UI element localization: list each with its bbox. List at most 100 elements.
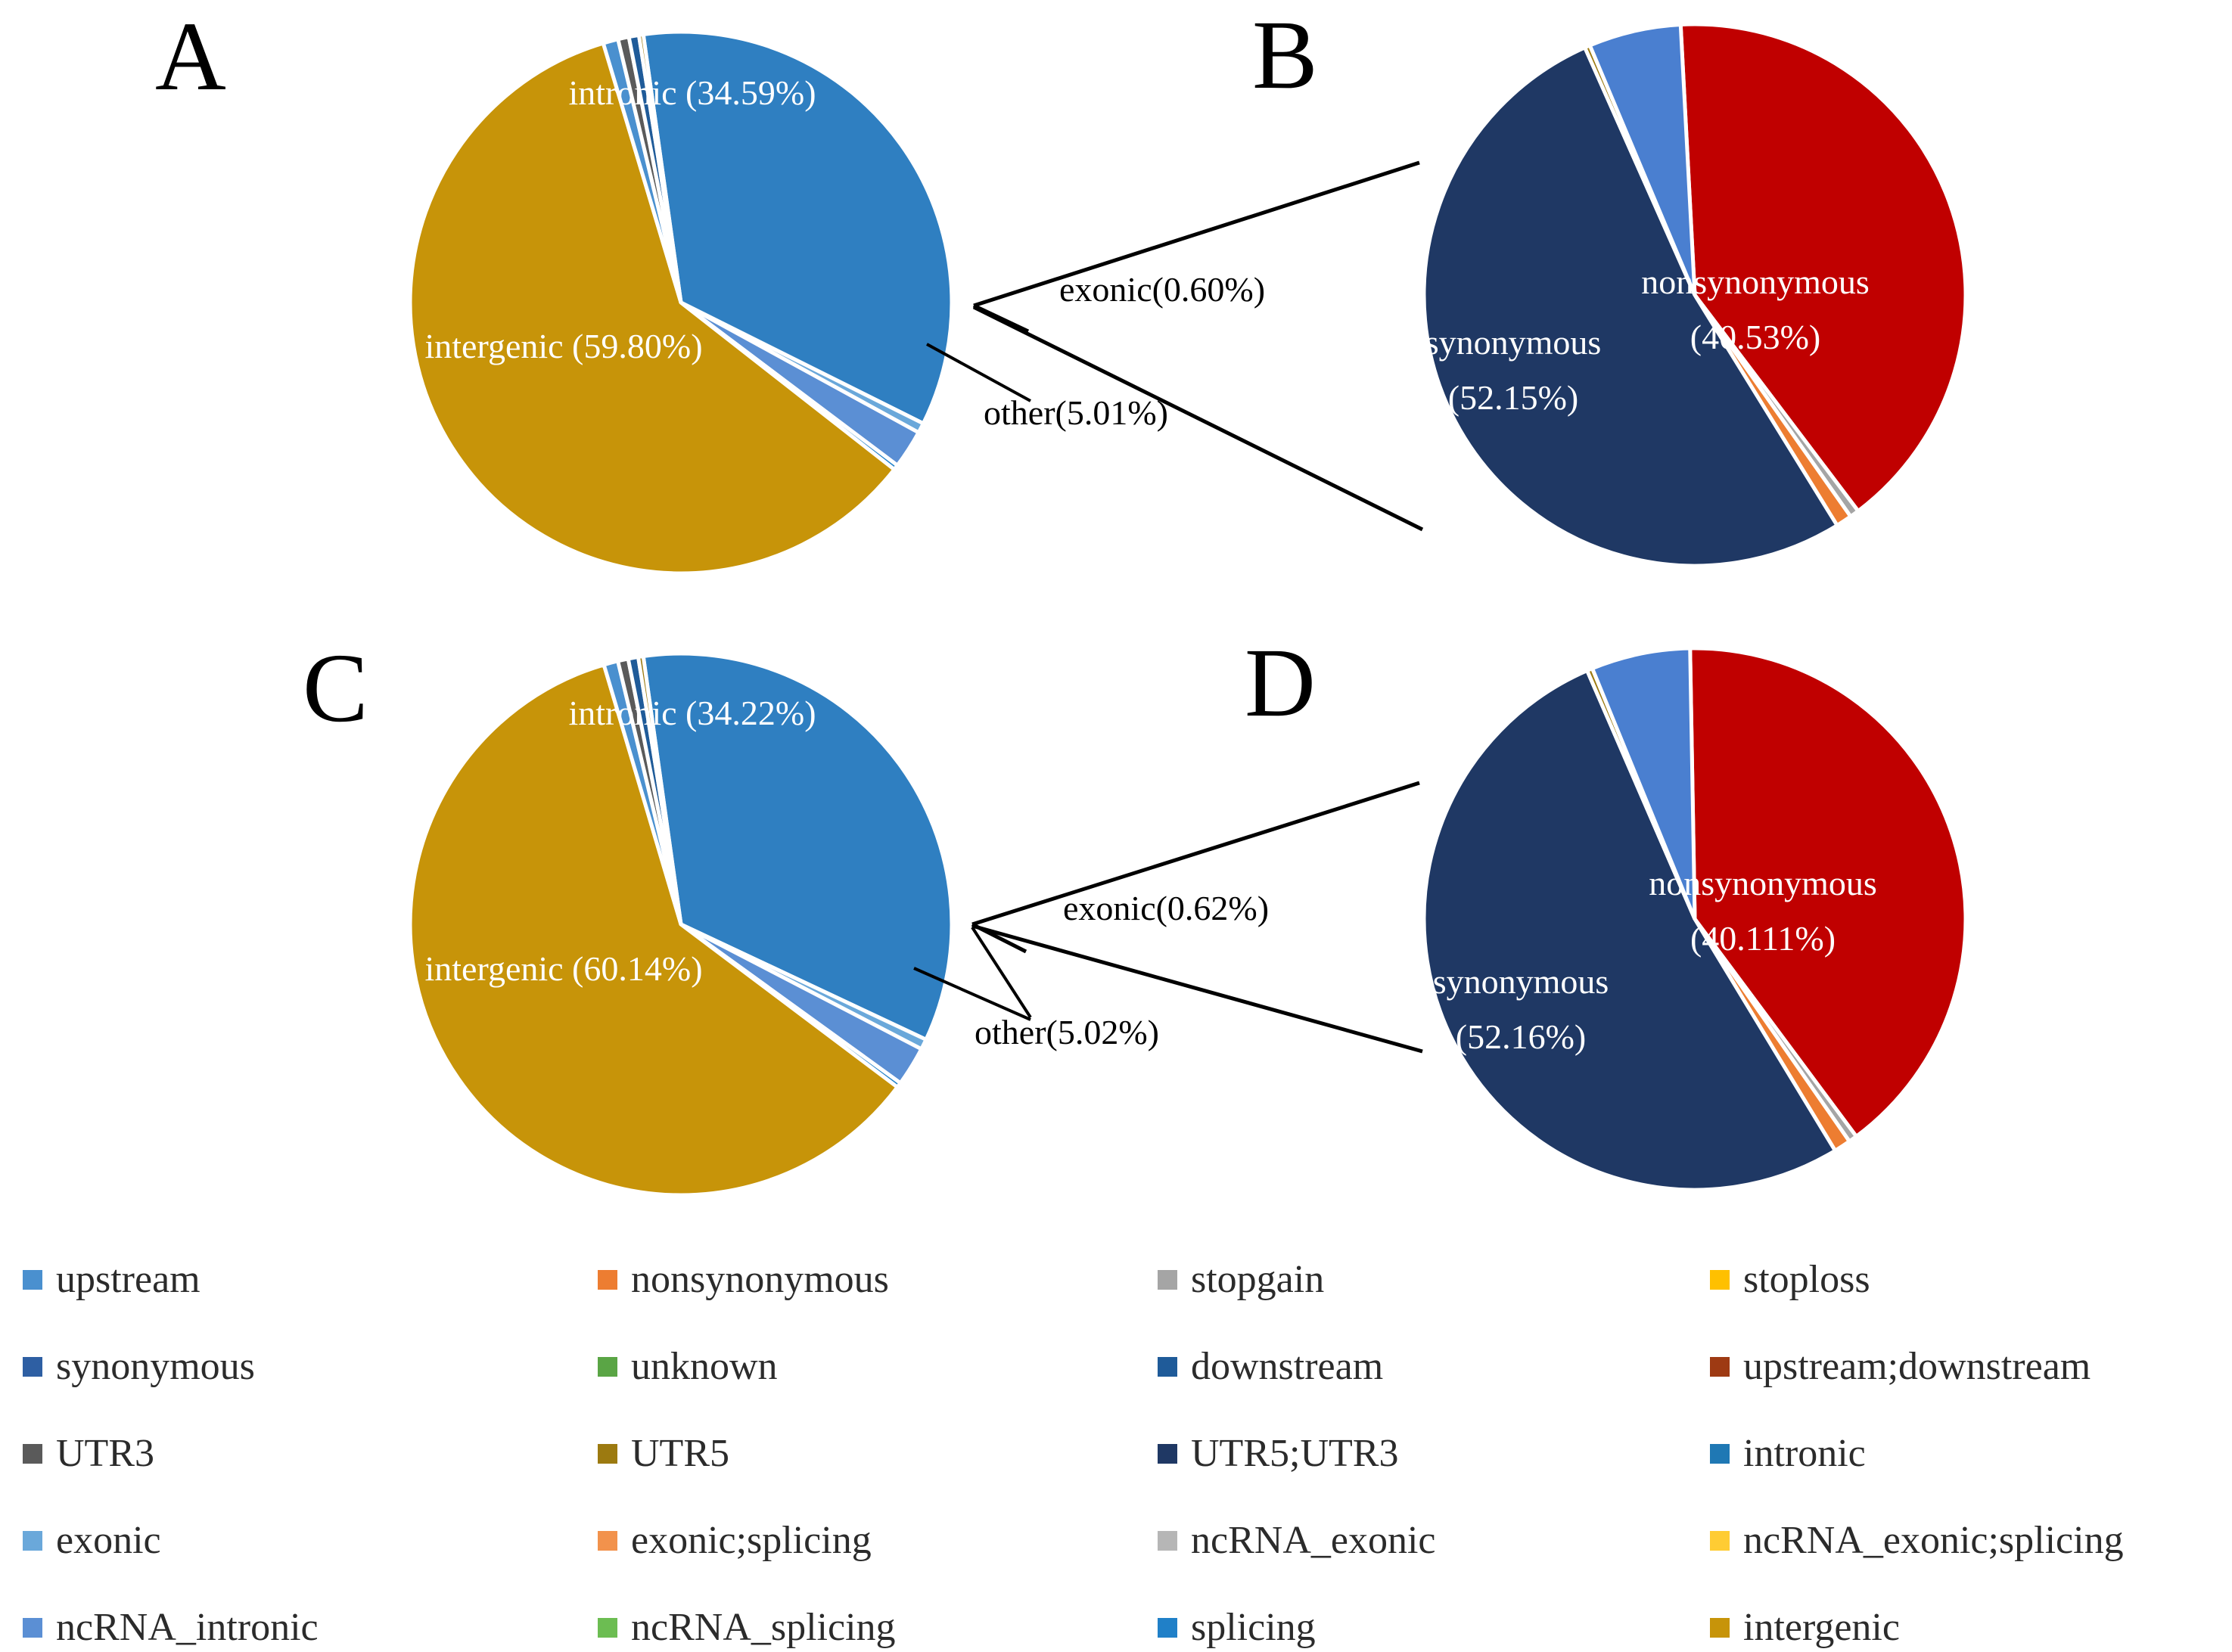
pie-chart-a [408,30,954,576]
legend-item-utr5[interactable]: UTR5 [598,1434,1158,1473]
legend-item-synonymous[interactable]: synonymous [23,1347,598,1386]
legend-swatch-icon [598,1531,617,1551]
legend-swatch-icon [23,1444,42,1464]
legend-item-label: ncRNA_exonic;splicing [1743,1519,2124,1562]
leader-c-exonic-tick [971,922,1027,954]
pie-a-label-intronic: intronic (34.59%) [568,73,816,112]
pie-c-slice-group [408,651,954,1197]
pie-slice-d-synonymous [1422,668,1838,1192]
legend-item-label: upstream [56,1258,201,1301]
pie-b-label-synonymous-name: synonymous [1425,323,1602,362]
pie-slice-a-utr5 [636,32,683,303]
leader-a-exonic-tick [972,303,1030,334]
legend-item-label: ncRNA_splicing [631,1606,896,1649]
pie-c-svg [408,651,954,1197]
legend-item-label: ncRNA_exonic [1191,1519,1436,1562]
legend-item-ncrna-exonic-splicing[interactable]: ncRNA_exonic;splicing [1710,1521,2217,1560]
panel-letter-b: B [1252,1,1318,110]
legend-item-ncrna-exonic[interactable]: ncRNA_exonic [1158,1521,1710,1560]
legend-swatch-icon [598,1444,617,1464]
pie-a-label-intergenic: intergenic (59.80%) [424,327,703,365]
legend-item-ncrna-intronic[interactable]: ncRNA_intronic [23,1608,598,1647]
pie-b-label-synonymous-value: (52.15%) [1447,378,1579,417]
legend-item-label: UTR5 [631,1432,729,1475]
legend-swatch-icon [598,1618,617,1638]
legend-item-intronic[interactable]: intronic [1710,1434,2217,1473]
pie-b-label-nonsynonymous-value: (40.53%) [1690,318,1821,356]
pie-b-label-nonsynonymous-name: nonsynonymous [1641,262,1870,301]
pie-slice-c-intergenic [408,662,900,1197]
pie-d-label-synonymous-value: (52.16%) [1455,1017,1587,1056]
pie-slice-d-nonsynonymous [1688,646,1968,1139]
legend-swatch-icon [1158,1270,1177,1290]
pie-d-svg [1422,646,1968,1192]
pie-slice-d-unknown [1590,646,1697,920]
pie-slice-c-utr5 [636,654,683,925]
legend-item-label: downstream [1191,1345,1384,1388]
pie-slice-a-intergenic [408,40,897,576]
legend-item-unknown[interactable]: unknown [598,1347,1158,1386]
legend-item-exonic-splicing[interactable]: exonic;splicing [598,1521,1158,1560]
legend-item-stoploss[interactable]: stoploss [1710,1260,2217,1300]
legend-item-label: splicing [1191,1606,1316,1649]
legend-swatch-icon [1710,1270,1730,1290]
pie-d-label-synonymous-name: synonymous [1432,962,1609,1001]
legend-swatch-icon [598,1270,617,1290]
pie-c-label-intergenic: intergenic (60.14%) [424,949,703,988]
pie-chart-b [1422,22,1968,568]
callout-c-exonic: exonic(0.62%) [1063,889,1270,927]
pie-c-label-intronic: intronic (34.22%) [568,694,816,732]
legend-item-utr5-utr3[interactable]: UTR5;UTR3 [1158,1434,1710,1473]
legend-item-utr3[interactable]: UTR3 [23,1434,598,1473]
pie-b-svg [1422,22,1968,568]
pie-d-slice-group [1422,646,1968,1192]
pie-chart-c [408,651,954,1197]
legend-swatch-icon [23,1357,42,1377]
legend-swatch-icon [1710,1531,1730,1551]
callout-a-exonic: exonic(0.60%) [1059,270,1266,309]
legend-item-label: upstream;downstream [1743,1345,2091,1388]
pie-slice-b-nonsynonymous [1678,22,1968,514]
legend-item-nonsynonymous[interactable]: nonsynonymous [598,1260,1158,1300]
legend-item-upstream[interactable]: upstream [23,1260,598,1300]
legend-item-label: exonic [56,1519,161,1562]
legend-item-ncrna-splicing[interactable]: ncRNA_splicing [598,1608,1158,1647]
legend-item-upstream-downstream[interactable]: upstream;downstream [1710,1347,2217,1386]
legend-swatch-icon [1158,1618,1177,1638]
legend-item-exonic[interactable]: exonic [23,1521,598,1560]
pie-a-slice-group [408,30,954,576]
legend-swatch-icon [23,1618,42,1638]
legend-swatch-icon [1710,1618,1730,1638]
pie-chart-d [1422,646,1968,1192]
legend-swatch-icon [1710,1357,1730,1377]
legend-item-label: ncRNA_intronic [56,1606,319,1649]
panel-letter-c: C [303,634,368,743]
pie-slice-b-synonymous [1422,45,1840,568]
legend-item-label: intergenic [1743,1606,1900,1649]
legend-item-splicing[interactable]: splicing [1158,1608,1710,1647]
pie-a-svg [408,30,954,576]
legend-item-downstream[interactable]: downstream [1158,1347,1710,1386]
panel-letter-d: D [1245,629,1316,738]
legend-swatch-icon [1158,1444,1177,1464]
leader-c-other-tick [971,926,1032,1019]
legend-swatch-icon [23,1531,42,1551]
legend-item-label: UTR5;UTR3 [1191,1432,1399,1475]
pie-b-slice-group [1422,22,1968,568]
legend-item-label: synonymous [56,1345,255,1388]
pie-d-label-nonsynonymous-name: nonsynonymous [1649,864,1877,902]
legend-swatch-icon [23,1270,42,1290]
legend-swatch-icon [598,1357,617,1377]
legend-item-intergenic[interactable]: intergenic [1710,1608,2217,1647]
panel-letter-a: A [155,2,226,111]
callout-c-other: other(5.02%) [975,1013,1159,1051]
legend-item-label: UTR3 [56,1432,154,1475]
legend-item-label: unknown [631,1345,778,1388]
pie-slice-b-unknown [1587,22,1697,296]
legend-item-label: exonic;splicing [631,1519,872,1562]
pie-slice-c-intronic [641,651,954,1042]
legend-item-label: nonsynonymous [631,1258,889,1301]
legend-item-stopgain[interactable]: stopgain [1158,1260,1710,1300]
